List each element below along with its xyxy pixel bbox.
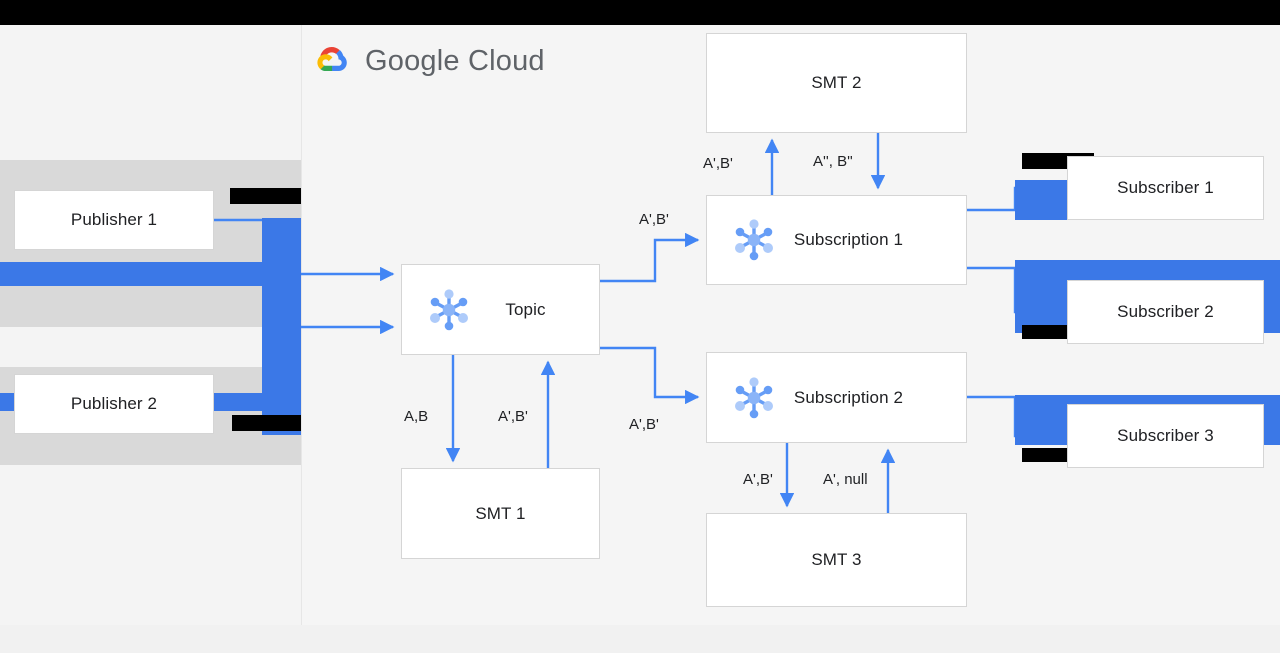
background-artifact-band-3 bbox=[0, 285, 301, 327]
edge-label-topic-to-subscription2: A',B' bbox=[629, 416, 659, 433]
edge-label-smt2-to-subscription1: A'', B'' bbox=[813, 153, 853, 170]
node-subscriber-3[interactable]: Subscriber 3 bbox=[1067, 404, 1264, 468]
node-label: Subscription 2 bbox=[793, 387, 904, 407]
node-smt-2[interactable]: SMT 2 bbox=[706, 33, 967, 133]
node-label: SMT 2 bbox=[811, 73, 862, 92]
node-subscription-1[interactable]: Subscription 1 bbox=[706, 195, 967, 285]
node-label: SMT 1 bbox=[475, 503, 526, 523]
node-label: Subscriber 2 bbox=[1117, 302, 1214, 321]
brand-name-secondary: Cloud bbox=[467, 44, 545, 77]
node-label: Subscriber 3 bbox=[1117, 426, 1214, 445]
node-label: Publisher 1 bbox=[70, 210, 158, 229]
node-label: Topic bbox=[505, 299, 546, 319]
top-black-bar bbox=[0, 0, 1280, 25]
brand-name-primary: Google bbox=[365, 44, 460, 77]
pubsub-subscription-icon bbox=[735, 376, 773, 418]
pubsub-topic-icon bbox=[430, 288, 468, 330]
bottom-strip bbox=[0, 625, 1280, 653]
render-artifact-block bbox=[232, 415, 301, 431]
edge-label-topic-to-subscription1: A',B' bbox=[639, 211, 669, 228]
node-subscriber-2[interactable]: Subscriber 2 bbox=[1067, 280, 1264, 344]
render-artifact-block bbox=[262, 218, 301, 368]
node-label: Publisher 2 bbox=[70, 394, 158, 413]
render-artifact-block bbox=[230, 188, 301, 204]
edge-label-topic-to-smt1: A,B bbox=[404, 408, 429, 425]
edge-label-subscription2-to-smt3: A',B' bbox=[743, 471, 773, 488]
edge-label-subscription1-to-smt2: A',B' bbox=[703, 155, 733, 172]
node-smt-3[interactable]: SMT 3 bbox=[706, 513, 967, 607]
node-subscription-2[interactable]: Subscription 2 bbox=[706, 352, 967, 443]
node-smt-1[interactable]: SMT 1 bbox=[401, 468, 600, 559]
edge-label-smt3-to-subscription2: A', null bbox=[823, 471, 868, 488]
google-cloud-logo-icon bbox=[317, 46, 347, 71]
pubsub-subscription-icon bbox=[735, 219, 773, 261]
node-topic[interactable]: Topic bbox=[401, 264, 600, 355]
node-label: SMT 3 bbox=[811, 550, 862, 569]
node-label: Subscriber 1 bbox=[1117, 178, 1214, 197]
render-artifact-block bbox=[0, 262, 301, 286]
node-publisher-2[interactable]: Publisher 2 bbox=[14, 374, 214, 434]
node-label: Subscription 1 bbox=[793, 230, 904, 249]
node-publisher-1[interactable]: Publisher 1 bbox=[14, 190, 214, 250]
google-cloud-logo-text: Google Cloud bbox=[365, 45, 545, 78]
node-subscriber-1[interactable]: Subscriber 1 bbox=[1067, 156, 1264, 220]
edge-label-smt1-to-topic: A',B' bbox=[498, 408, 528, 425]
render-artifact-block bbox=[1015, 180, 1077, 220]
google-cloud-logo: Google Cloud bbox=[310, 41, 545, 81]
